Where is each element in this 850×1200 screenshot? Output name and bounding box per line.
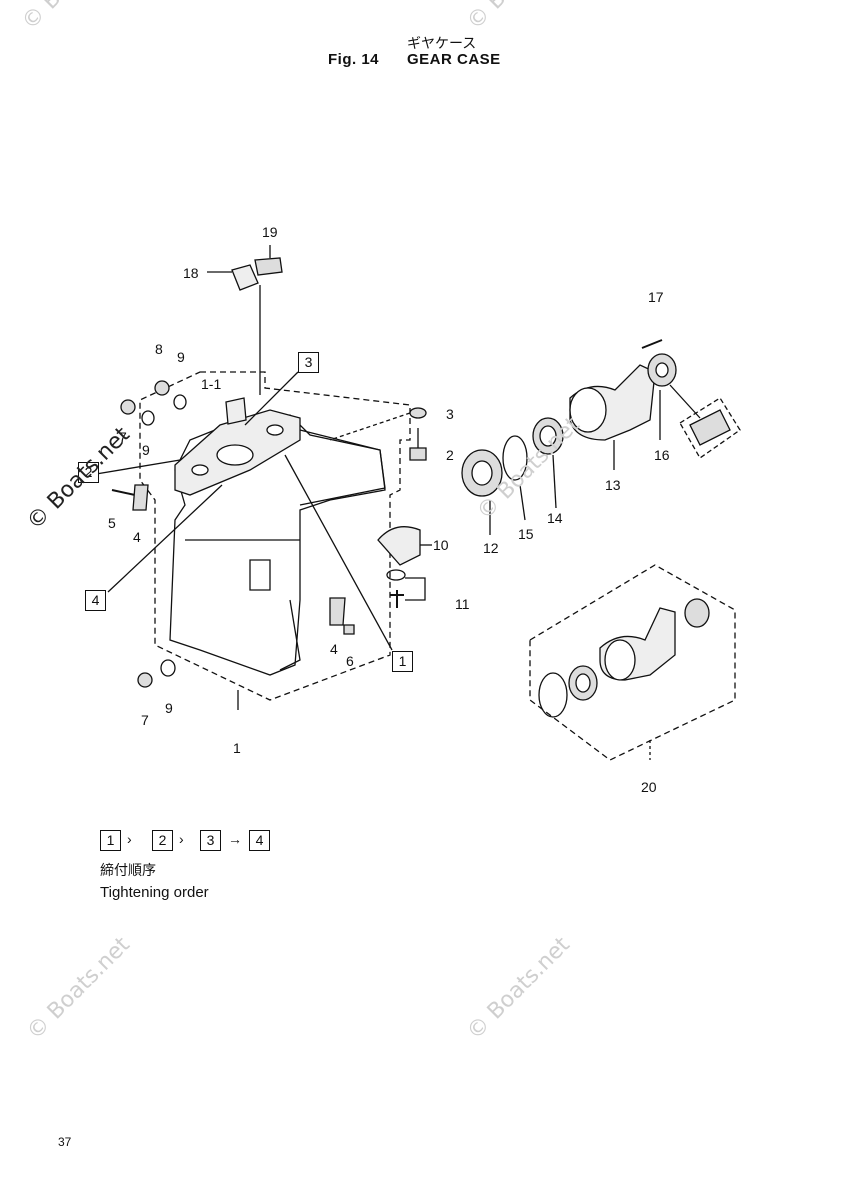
- callout-2: 2: [446, 447, 454, 463]
- callout-4-right: 4: [330, 641, 338, 657]
- callout-13: 13: [605, 477, 621, 493]
- part-18-clip: [231, 264, 259, 291]
- callout-3: 3: [446, 406, 454, 422]
- callout-9-top: 9: [177, 349, 185, 365]
- callout-5: 5: [108, 515, 116, 531]
- part-7-bolt-head-a: [120, 399, 136, 415]
- sequence-label-japanese: 締付順序: [100, 863, 156, 879]
- sequence-step-1: 1: [100, 830, 121, 851]
- tightening-marker-3: 3: [298, 352, 319, 373]
- part-8-bolt-head: [154, 380, 170, 396]
- gear-case-bore: [216, 444, 254, 466]
- part-19-clip: [254, 257, 283, 276]
- sequence-step-3: 3: [200, 830, 221, 851]
- callout-16: 16: [654, 447, 670, 463]
- sequence-arrow-3: →: [228, 831, 242, 847]
- callout-11: 11: [455, 596, 470, 612]
- part-6-nut: [343, 624, 355, 635]
- part-9-washer-c: [160, 659, 176, 677]
- callout-4-left: 4: [133, 529, 141, 545]
- sequence-arrow-2: ›: [179, 831, 184, 847]
- part-7-bolt-head-b: [137, 672, 153, 688]
- tightening-marker-1: 1: [392, 651, 413, 672]
- page-number: 37: [58, 1135, 72, 1149]
- page-title: GEAR CASE: [407, 51, 501, 68]
- callout-12: 12: [483, 540, 499, 556]
- part-10-cover: [377, 526, 421, 566]
- part-9-washer-b: [141, 410, 155, 426]
- callout-7-bottom: 7: [141, 712, 149, 728]
- part-16-seal-detail-box: [679, 397, 741, 459]
- part-2-bolt: [409, 428, 427, 461]
- sequence-arrow-1: ›: [127, 831, 132, 847]
- callout-9-bottom: 9: [165, 700, 173, 716]
- callout-14: 14: [547, 510, 563, 526]
- callout-15: 15: [518, 526, 534, 542]
- title-japanese: ギヤケース: [407, 36, 477, 52]
- part-20-o-ring: [538, 672, 568, 718]
- part-9-washer-a: [173, 394, 187, 410]
- part-11-washer: [386, 569, 406, 581]
- callout-10: 10: [433, 537, 449, 553]
- part-11-bolt: [390, 590, 404, 608]
- part-15-o-ring: [502, 435, 528, 481]
- part-20-assembly-boundary: [529, 564, 736, 761]
- part-4-anode-a: [132, 484, 149, 511]
- callout-1: 1: [233, 740, 241, 756]
- callout-6: 6: [346, 653, 354, 669]
- part-1-1-bushing: [225, 397, 247, 425]
- sequence-label-english: Tightening order: [100, 884, 209, 901]
- callout-17: 17: [648, 289, 664, 305]
- tightening-marker-4: 4: [85, 590, 106, 611]
- figure-number: Fig. 14: [328, 51, 380, 68]
- callout-9-mid: 9: [142, 442, 150, 458]
- callout-19: 19: [262, 224, 278, 240]
- callout-7-top: 7: [119, 429, 127, 445]
- part-20-seal: [684, 598, 710, 628]
- part-3-nut: [409, 407, 427, 419]
- tightening-marker-2: 2: [78, 462, 99, 483]
- part-4-anode-b: [329, 597, 346, 626]
- sequence-step-2: 2: [152, 830, 173, 851]
- callout-8: 8: [155, 341, 163, 357]
- callout-1-1: 1-1: [201, 376, 222, 392]
- sequence-step-4: 4: [249, 830, 270, 851]
- part-5-bolt: [111, 489, 136, 496]
- gear-case-skeg: [185, 539, 301, 671]
- part-17-bolt: [641, 339, 663, 349]
- callout-18: 18: [183, 265, 199, 281]
- callout-20: 20: [641, 779, 657, 795]
